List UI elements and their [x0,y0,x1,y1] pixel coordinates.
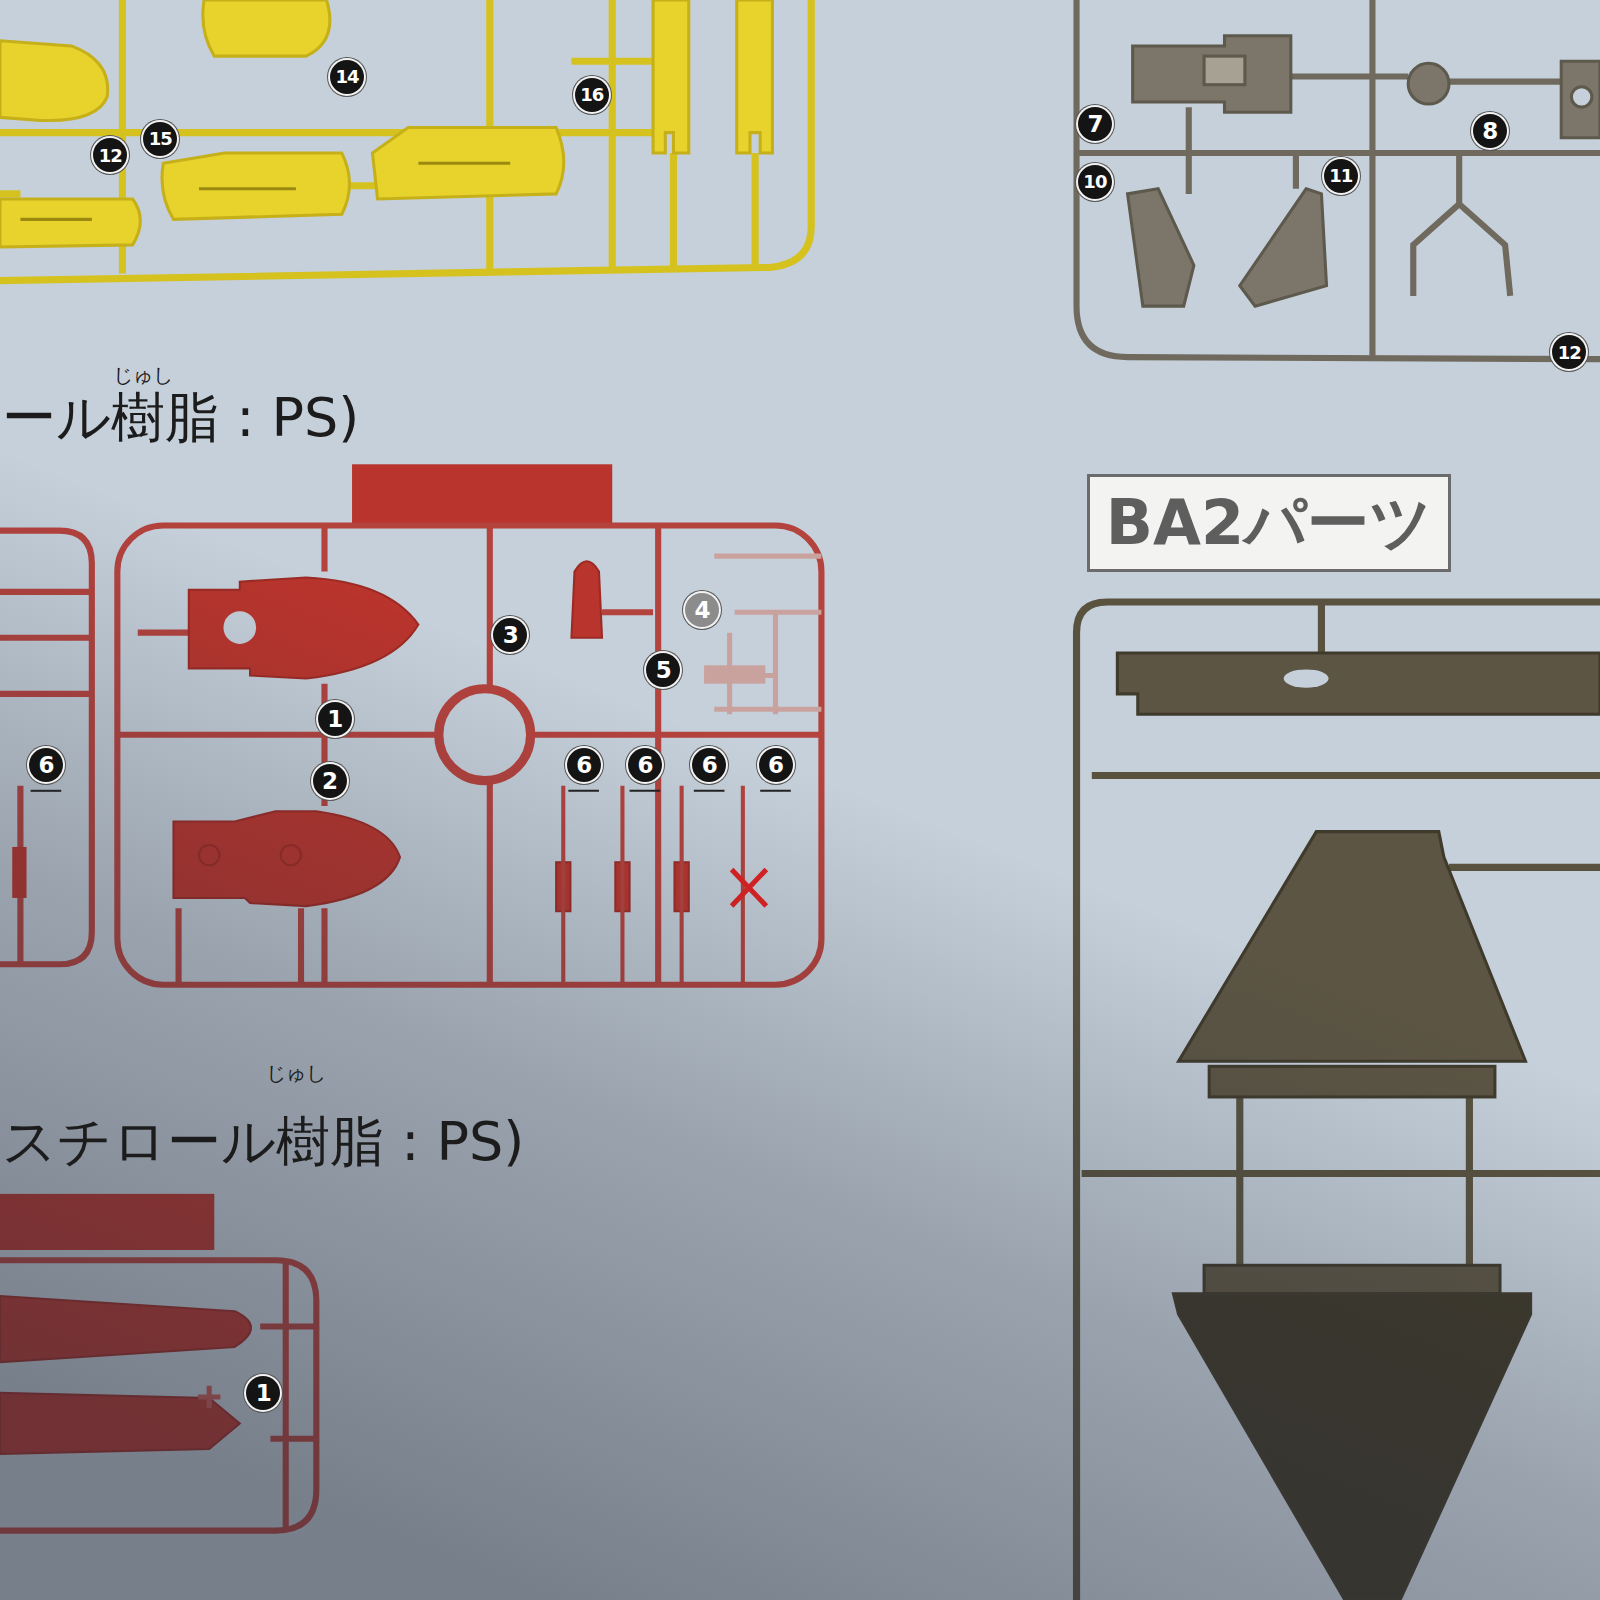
material-note: ール樹脂 : PS) [2,382,359,455]
callout-number: 6 [759,748,793,782]
furigana: じゅし [113,362,173,389]
group-name: BA2パーツ [1106,481,1432,565]
callout-number: 10 [1078,165,1112,199]
callout-number: 12 [93,138,127,172]
callout-number: 1 [318,702,352,736]
callout-number: 5 [646,653,680,687]
callout-number: 1 [246,1376,280,1410]
callout-number: 6 [692,748,726,782]
callout-number: 3 [493,618,527,652]
callout-number: 11 [1324,159,1358,193]
callout-number: 12 [1552,335,1586,369]
furigana: じゅし [266,1060,326,1087]
callout-number: 4 [685,593,719,627]
callout-number: 2 [313,764,347,798]
callout-number: 6 [567,748,601,782]
callout-number: 16 [575,78,609,112]
callout-number: 15 [143,122,177,156]
callout-number: 6 [29,748,63,782]
material-note: スチロール樹脂 : PS) [2,1106,524,1179]
callout-number: 7 [1078,107,1112,141]
callout-number: 8 [1473,114,1507,148]
callout-number: 6 [628,748,662,782]
part-group-label: BA2パーツ [1087,474,1451,572]
callout-number: 14 [330,60,364,94]
